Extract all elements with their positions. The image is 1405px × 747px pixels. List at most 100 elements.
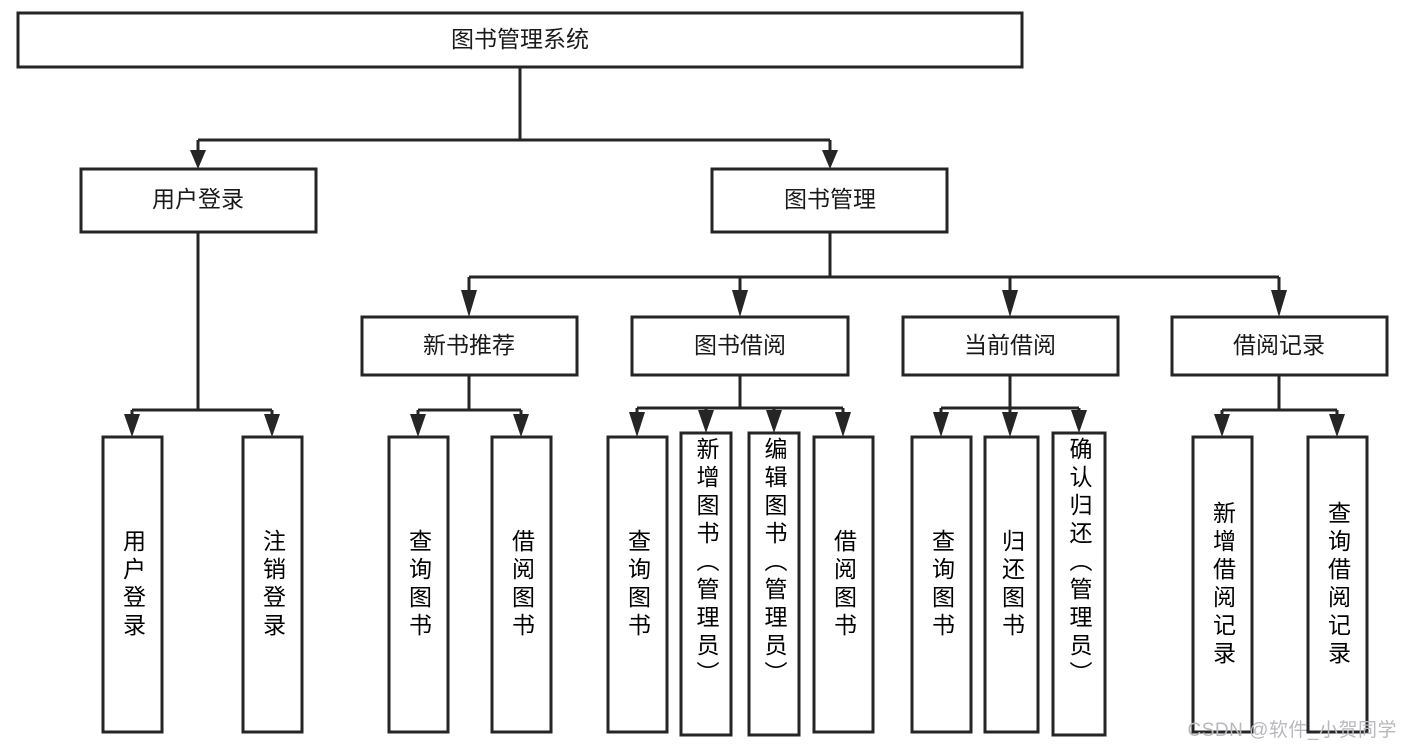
node-leaf4-box[interactable] [490,435,553,734]
node-leaf11-box[interactable] [1051,431,1107,737]
node-leaf8-label: 借阅图书 [830,528,857,641]
node-leaf12-label: 新增借阅记录 [1209,500,1236,669]
node-leaf4[interactable]: 借阅图书 [490,435,553,734]
node-leaf8[interactable]: 借阅图书 [812,435,875,734]
node-leaf7-label: 编辑图书（管理员） [761,437,787,689]
arrow-head-leaf2 [264,414,280,437]
node-records[interactable]: 借阅记录 [1170,315,1389,377]
node-leaf3-label: 查询图书 [405,528,432,641]
arrow-head-bookmgmt [822,150,838,169]
arrow-head-current [1002,290,1018,317]
arrow-head-leaf4 [513,414,529,437]
edge-group-login-to-leaves [124,232,280,437]
node-leaf6-label-wrap: 新增图书（管理员） [693,437,719,689]
node-leaf2[interactable]: 注销登录 [241,435,304,734]
edge-group-records-to-leaves [1214,375,1345,437]
node-bookmgmt[interactable]: 图书管理 [710,167,949,234]
node-leaf6[interactable]: 新增图书（管理员） [679,431,733,737]
node-leaf12[interactable]: 新增借阅记录 [1191,435,1254,734]
node-leaf3-label-wrap: 查询图书 [405,528,432,641]
node-leaf9-box[interactable] [910,435,973,734]
node-records-box[interactable] [1170,315,1389,377]
arrow-head-leaf10 [1002,412,1018,437]
node-borrow-label: 图书借阅 [694,332,786,358]
node-leaf5-label: 查询图书 [624,528,651,641]
edge-group-root-to-level2 [190,67,838,169]
node-leaf6-label: 新增图书（管理员） [693,437,719,689]
arrow-head-leaf3 [410,414,426,437]
arrow-head-borrow [732,290,748,317]
node-leaf3[interactable]: 查询图书 [387,435,450,734]
node-leaf10[interactable]: 归还图书 [983,435,1040,734]
arrow-head-records [1271,290,1287,317]
node-current-label: 当前借阅 [964,332,1056,358]
node-leaf10-label-wrap: 归还图书 [998,528,1025,641]
arrow-head-leaf9 [933,412,949,437]
node-leaf4-label: 借阅图书 [508,528,535,641]
node-leaf1[interactable]: 用户登录 [101,435,164,734]
node-login-label: 用户登录 [152,186,244,212]
node-root-box[interactable] [16,11,1024,69]
node-login-box[interactable] [79,167,318,234]
node-leaf1-label-wrap: 用户登录 [119,528,146,641]
node-leaf3-box[interactable] [387,435,450,734]
node-leaf4-label-wrap: 借阅图书 [508,528,535,641]
node-newbook[interactable]: 新书推荐 [360,315,579,377]
node-leaf10-label: 归还图书 [998,528,1025,641]
node-leaf13-label-wrap: 查询借阅记录 [1324,500,1351,669]
node-leaf5-label-wrap: 查询图书 [624,528,651,641]
node-newbook-box[interactable] [360,315,579,377]
node-leaf2-label: 注销登录 [259,528,286,641]
node-leaf12-box[interactable] [1191,435,1254,734]
node-leaf5[interactable]: 查询图书 [606,435,669,734]
arrow-head-leaf6 [698,410,714,433]
node-leaf1-label: 用户登录 [119,528,146,641]
node-leaf7-label-wrap: 编辑图书（管理员） [761,437,787,689]
arrow-head-leaf8 [835,412,851,437]
arrow-head-leaf11 [1071,410,1087,433]
node-current[interactable]: 当前借阅 [901,315,1120,377]
node-leaf13[interactable]: 查询借阅记录 [1306,435,1369,734]
node-leaf12-label-wrap: 新增借阅记录 [1209,500,1236,669]
arrow-head-leaf5 [629,412,645,437]
arrow-head-newbook [461,290,477,317]
arrow-head-leaf13 [1329,414,1345,437]
node-leaf11-label: 确认归还（管理员） [1066,437,1092,689]
edge-group-borrow-to-leaves [629,375,851,437]
node-root-label: 图书管理系统 [451,26,589,52]
node-leaf7[interactable]: 编辑图书（管理员） [747,431,801,737]
arrow-head-leaf7 [766,410,782,433]
node-leaf1-box[interactable] [101,435,164,734]
node-bookmgmt-label: 图书管理 [784,186,876,212]
edge-group-newbook-to-leaves [410,375,529,437]
node-leaf11-label-wrap: 确认归还（管理员） [1066,437,1092,689]
arrow-head-leaf1 [124,414,140,437]
node-records-label: 借阅记录 [1233,332,1325,358]
edge-group-current-to-leaves [933,375,1087,437]
node-leaf6-box[interactable] [679,431,733,737]
node-leaf9[interactable]: 查询图书 [910,435,973,734]
node-leaf9-label-wrap: 查询图书 [929,529,955,641]
arrow-head-leaf12 [1214,414,1230,437]
node-borrow[interactable]: 图书借阅 [630,315,850,377]
node-leaf2-box[interactable] [241,435,304,734]
node-bookmgmt-box[interactable] [710,167,949,234]
node-leaf13-label: 查询借阅记录 [1324,500,1351,669]
node-leaf5-box[interactable] [606,435,669,734]
arrow-head-login [190,150,206,169]
node-leaf8-label-wrap: 借阅图书 [830,528,857,641]
node-borrow-box[interactable] [630,315,850,377]
edge-group-bookmgmt-to-level3 [461,232,1287,317]
node-login[interactable]: 用户登录 [79,167,318,234]
node-leaf7-box[interactable] [747,431,801,737]
node-newbook-label: 新书推荐 [423,332,515,358]
node-leaf11[interactable]: 确认归还（管理员） [1051,431,1107,737]
node-leaf8-box[interactable] [812,435,875,734]
node-leaf13-box[interactable] [1306,435,1369,734]
node-leaf10-box[interactable] [983,435,1040,734]
node-leaf2-label-wrap: 注销登录 [259,528,286,641]
node-root[interactable]: 图书管理系统 [16,11,1024,69]
node-current-box[interactable] [901,315,1120,377]
